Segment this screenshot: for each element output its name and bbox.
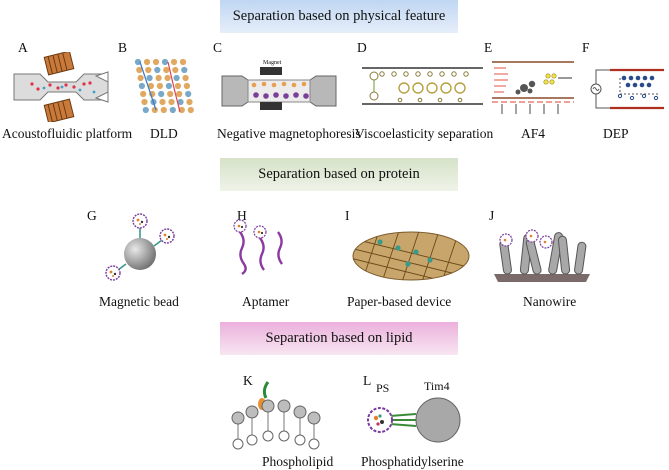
- dld-pillar: [186, 98, 193, 106]
- caption-phospholipid: Phospholipid: [262, 454, 334, 469]
- nanowire-illustration: [494, 229, 590, 282]
- aptamer-illustration: [233, 219, 283, 275]
- dld-pillar: [147, 82, 154, 90]
- caption-viscoelasticity: Viscoelasticity separation: [355, 126, 494, 141]
- caption-magnetic-bead: Magnetic bead: [99, 294, 179, 309]
- panel-letter-h: H: [237, 208, 247, 223]
- magnet-label: Magnet: [263, 60, 282, 66]
- magnetophoresis-illustration: Magnet: [221, 60, 337, 110]
- panel-letter-e: E: [484, 40, 493, 55]
- viscoelasticity-illustration: [362, 67, 483, 105]
- dld-pillar: [176, 90, 183, 98]
- dld-pillar: [164, 74, 171, 82]
- dld-pillar: [172, 66, 179, 74]
- caption-paper-based-device: Paper-based device: [347, 294, 452, 309]
- section-banner-physical: Separation based on physical feature: [220, 0, 458, 33]
- dld-pillar: [145, 66, 152, 74]
- dld-pillar: [185, 90, 192, 98]
- panel-letter-c: C: [213, 40, 223, 55]
- dld-pillar: [143, 58, 151, 66]
- caption-phosphatidylserine: Phosphatidylserine: [361, 454, 464, 469]
- dld-pillar: [181, 66, 188, 74]
- caption-af4: AF4: [521, 126, 546, 141]
- panel-letter-b: B: [118, 40, 128, 55]
- section-banner-protein: Separation based on protein: [220, 158, 458, 191]
- acoustofluidic-illustration: [13, 52, 109, 122]
- panel-letter-l: L: [363, 373, 372, 388]
- caption-dep: DEP: [603, 126, 629, 141]
- af4-illustration: [492, 61, 574, 114]
- panel-letter-i: I: [345, 208, 350, 223]
- magnetic-bead-illustration: [105, 213, 175, 281]
- dld-pillar: [163, 66, 170, 74]
- dep-illustration: [590, 68, 664, 110]
- dld-pillar: [170, 58, 178, 66]
- phospholipid-illustration: [231, 381, 321, 450]
- dld-pillar: [141, 98, 148, 106]
- panel-letter-f: F: [582, 40, 590, 55]
- dld-pillar: [156, 82, 163, 90]
- dld-pillar: [187, 106, 194, 114]
- panel-letter-a: A: [18, 40, 28, 55]
- dld-pillar: [161, 58, 169, 66]
- caption-acoustofluidic: Acoustofluidic platform: [2, 126, 133, 141]
- dld-pillar: [151, 106, 158, 114]
- dld-pillar: [177, 98, 184, 106]
- panel-letter-k: K: [243, 373, 253, 388]
- phosphatidylserine-illustration: PS Tim4: [367, 379, 461, 443]
- paper-device-illustration: [352, 231, 470, 281]
- dld-pillar: [136, 66, 143, 74]
- tim4-label: Tim4: [424, 379, 450, 393]
- dld-pillar: [168, 98, 175, 106]
- dld-pillar: [169, 106, 176, 114]
- dld-pillar: [160, 106, 167, 114]
- dld-pillar: [142, 106, 149, 114]
- panel-letter-g: G: [87, 208, 97, 223]
- dld-pillar: [138, 82, 145, 90]
- dld-pillar: [159, 98, 166, 106]
- dld-pillar: [179, 58, 187, 66]
- dld-pillar: [146, 74, 153, 82]
- dld-pillar: [165, 82, 172, 90]
- dld-pillar: [167, 90, 174, 98]
- caption-nanowire: Nanowire: [523, 294, 577, 309]
- dld-pillar: [158, 90, 165, 98]
- ps-label: PS: [376, 381, 389, 395]
- caption-aptamer: Aptamer: [242, 294, 290, 309]
- dld-pillar: [155, 74, 162, 82]
- dld-pillar: [140, 90, 147, 98]
- dld-pillar: [173, 74, 180, 82]
- caption-negative-magnetophoresis: Negative magnetophoresis: [217, 126, 361, 141]
- dld-illustration: [134, 58, 194, 114]
- dld-pillar: [137, 74, 144, 82]
- panel-letter-d: D: [357, 40, 367, 55]
- panel-letter-j: J: [489, 208, 495, 223]
- dld-pillar: [154, 66, 161, 74]
- section-banner-lipid: Separation based on lipid: [220, 322, 458, 355]
- dld-pillar: [134, 58, 142, 66]
- dld-pillar: [183, 82, 190, 90]
- dld-pillar: [152, 58, 160, 66]
- dld-pillar: [174, 82, 181, 90]
- caption-dld: DLD: [150, 126, 178, 141]
- dld-pillar: [182, 74, 189, 82]
